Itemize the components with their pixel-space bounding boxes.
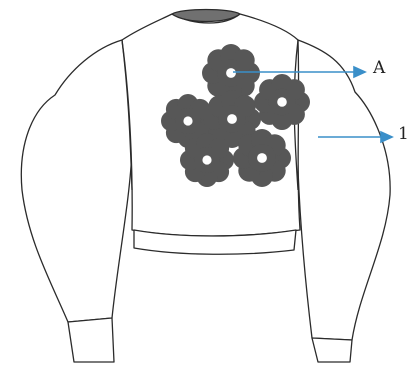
flower-lower-left [180, 133, 234, 187]
callout-label-1: 1 [398, 126, 409, 143]
flower-center-dot [226, 68, 236, 78]
flower-center-dot [202, 155, 211, 164]
right-cuff [312, 338, 352, 362]
right-sleeve [297, 40, 390, 340]
flower-center-dot [227, 114, 237, 124]
flower-lower-right [233, 129, 291, 187]
flower-center-dot [257, 153, 267, 163]
callout-label-a: A [373, 60, 385, 77]
arrow-a-head [354, 67, 365, 77]
left-cuff [68, 318, 114, 362]
flower-center-dot [183, 116, 192, 125]
left-sleeve [21, 40, 132, 322]
flower-center-dot [277, 97, 287, 107]
flower-right [254, 74, 310, 130]
arrow-1-head [381, 132, 392, 142]
